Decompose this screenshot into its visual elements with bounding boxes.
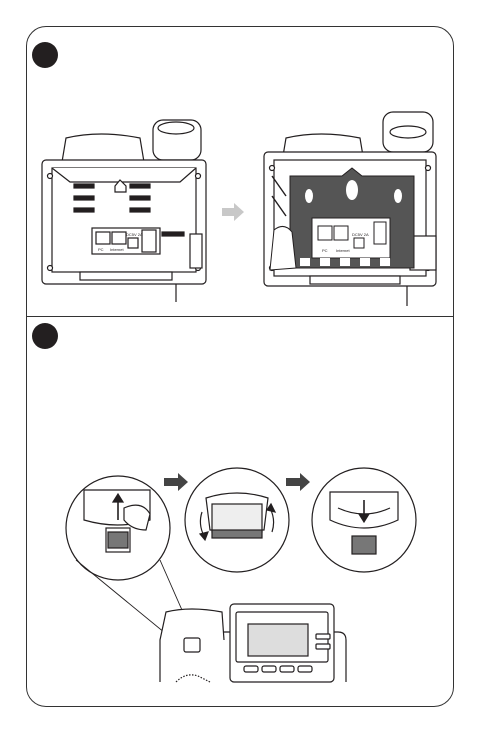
step-arrow-2-icon xyxy=(286,473,310,491)
detail-circle-flip-tab xyxy=(185,468,289,572)
phone-back-without-bracket xyxy=(42,120,206,302)
phone-front xyxy=(160,604,346,682)
next-step-arrow-icon xyxy=(222,203,244,221)
internet-port-label: Internet xyxy=(110,247,124,252)
pc-port-label-2: PC xyxy=(322,248,328,253)
wall-mount-bracket xyxy=(270,168,414,270)
detail-circle-insert-tab xyxy=(312,468,416,572)
step-arrow-1-icon xyxy=(164,473,188,491)
power-port-label: DC5V 2A xyxy=(126,232,143,237)
power-port-label-2: DC5V 2A xyxy=(352,232,369,237)
pc-port-label: PC xyxy=(98,247,104,252)
internet-port-label-2: Internet xyxy=(336,248,350,253)
